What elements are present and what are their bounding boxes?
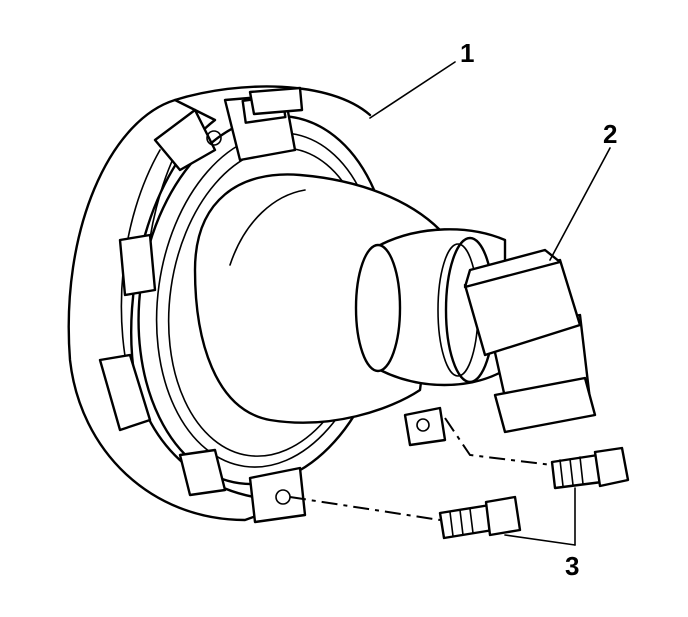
bolt-lower xyxy=(438,495,522,540)
leader-line-3b xyxy=(504,534,576,546)
bulb-socket-cylinder xyxy=(354,228,507,387)
callout-2: 2 xyxy=(603,119,617,149)
mounting-hole-upper xyxy=(403,406,447,447)
bulb-connector xyxy=(463,248,597,434)
alignment-line-lower xyxy=(289,496,441,521)
bolt-upper xyxy=(550,446,630,490)
alignment-line-upper xyxy=(444,417,553,466)
callout-3: 3 xyxy=(565,551,579,581)
leader-line-1 xyxy=(369,61,456,119)
mounting-hole-lower xyxy=(248,466,307,524)
adjuster-screw xyxy=(206,86,304,162)
leader-line-2 xyxy=(549,147,611,261)
callout-1: 1 xyxy=(460,38,474,68)
